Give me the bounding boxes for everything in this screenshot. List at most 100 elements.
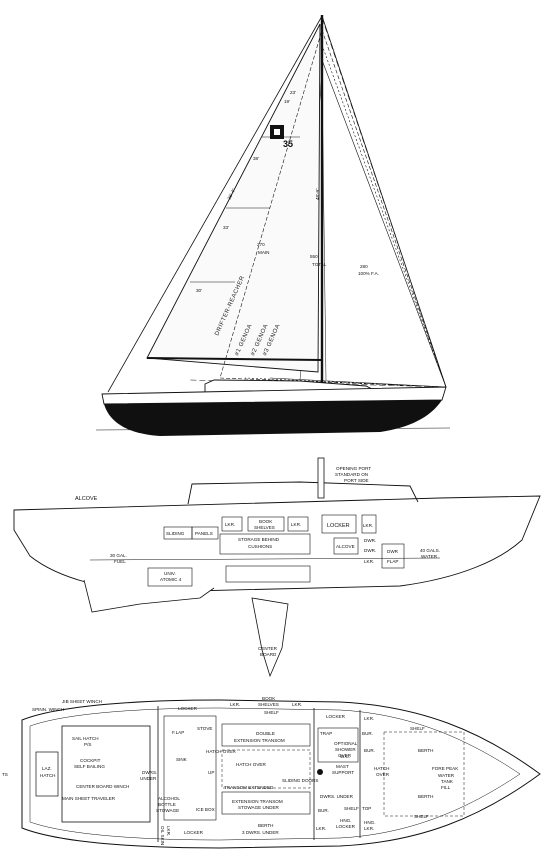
label-hatch-over-b: HATCH OVER: [236, 762, 266, 767]
label-optional-3: OVER: [338, 753, 352, 758]
label-water-tank-2: TANK: [441, 779, 454, 784]
label-lkr-a: LKR.: [225, 522, 235, 527]
label-centerboard-2: BOARD: [260, 652, 277, 657]
label-water: 40 GALS.: [420, 548, 440, 553]
plan-double-transom: [221, 723, 311, 747]
plan-vberth: [383, 731, 465, 817]
forestay: [321, 15, 447, 388]
label-trap: TRAP: [320, 731, 332, 736]
main-area-value: 270: [257, 242, 265, 247]
box-locker: [321, 514, 357, 534]
label-bur-a: BUR.: [362, 731, 373, 736]
label-optional-2: SHOWER: [335, 747, 356, 752]
label-transom: TRANSOM EXTENDED: [224, 785, 274, 790]
label-locker-a: LOCKER: [178, 706, 198, 711]
label-sliding-doors: SLIDING DOORS: [282, 778, 319, 783]
mainsail: [146, 23, 321, 373]
label-dwr: DWR: [387, 549, 399, 554]
label-fuel: 30 GAL.: [110, 553, 127, 558]
label-flap-plan: F.LAP: [172, 730, 184, 735]
box-lkr-a: [221, 516, 243, 532]
box-drawers: [225, 565, 311, 583]
dim-masthead-b: 19': [284, 99, 290, 104]
label-cockpit-2: SELF BAILING: [74, 764, 105, 769]
label-lkr-a-plan: LKR.: [230, 702, 240, 707]
label-flap: FLAP: [387, 559, 399, 564]
label-cushions: CUSHIONS: [248, 544, 272, 549]
dim-j-a: 33': [223, 225, 229, 230]
accommodation-plan: JIB SHEET WINCH SPINN. WINCH TS LAZ. HAT…: [2, 696, 541, 849]
label-hatch-over-c-2: OVER: [376, 772, 390, 777]
label-sail-hatch-2: P/S: [84, 742, 91, 747]
box-lkr-c: [361, 514, 377, 534]
label-sink: SINK: [176, 757, 188, 762]
label-berth-a: BERTH: [258, 823, 274, 828]
class-logo: 35: [270, 125, 293, 149]
dim-p: 38': [253, 156, 259, 161]
label-locker-b: LOCKER: [184, 830, 204, 835]
label-shelf-d: SHELF: [414, 814, 429, 819]
plan-head: [317, 727, 359, 763]
plan-mast-section: [317, 769, 323, 775]
label-bur-b: BUR.: [364, 748, 375, 753]
boom: [146, 357, 323, 361]
label-ext-transom: EXTENSION TRANSOM: [232, 799, 283, 804]
label-laz-2: HATCH: [40, 773, 55, 778]
dim-j-b: 30': [196, 288, 202, 293]
label-dwr-a: DWR.: [364, 538, 376, 543]
box-engine: [147, 567, 193, 587]
plan-hull: [21, 699, 541, 849]
label-hng-b: HNG.: [364, 820, 375, 825]
label-traveler: MAIN SHEET TRAVELER: [62, 796, 116, 801]
label-berth-c: BERTH: [418, 794, 434, 799]
box-lkr-b: [287, 516, 309, 532]
hull-bottom: [104, 400, 442, 436]
genoa-1: [219, 29, 447, 388]
label-centerboard: CENTER: [258, 646, 278, 651]
label-water-2: WATER: [421, 554, 438, 559]
label-laz: LAZ.: [42, 766, 52, 771]
total-area-value: 550: [310, 254, 318, 259]
label-wc: W.C.: [340, 754, 350, 759]
label-book: BOOK: [259, 519, 273, 524]
dim-luff: 48'-9": [315, 188, 320, 200]
main-area-unit: MAIN: [258, 250, 269, 255]
label-ts: TS: [2, 772, 8, 777]
label-optional: OPTIONAL: [334, 741, 358, 746]
label-sliding: SLIDING: [166, 531, 185, 536]
fore-area-value: 280: [360, 264, 368, 269]
label-engine: UNIV.: [164, 571, 176, 576]
label-alcove-fwd: ALCOVE: [336, 544, 355, 549]
label-engine-2: ATOMIC 4: [160, 577, 182, 582]
label-book-plan-2: SHELVES: [258, 702, 279, 707]
box-alcove-fwd: [333, 537, 359, 555]
label-ice-box: ICE BOX: [196, 807, 215, 812]
waterline: [95, 427, 451, 431]
label-hng: HNG.: [340, 818, 351, 823]
label-up: UP: [208, 770, 214, 775]
label-lkr-b: LKR.: [291, 522, 301, 527]
profile-mast-step: [317, 457, 325, 499]
label-bur-c: BUR.: [318, 808, 329, 813]
box-dwr-flap: [381, 543, 405, 569]
dim-masthead-a: 23': [290, 90, 296, 95]
label-book-plan: BOOK: [262, 696, 276, 701]
fore-area-pct: 100% F.A.: [358, 271, 379, 276]
label-lkr-d-plan: LKR.: [364, 716, 374, 721]
label-dwr-b: DWR.: [364, 548, 376, 553]
label-storage: STORAGE BEHIND: [238, 537, 280, 542]
label-hatch-over-c: HATCH: [374, 766, 389, 771]
label-alcohol-2: BOTTLE: [158, 802, 176, 807]
label-locker: LOCKER: [327, 523, 350, 529]
label-alcove-aft: ALCOVE: [75, 496, 98, 502]
plan-inner-hull: [29, 707, 521, 841]
box-storage: [219, 533, 311, 555]
label-shelf-b: SHELF: [344, 806, 359, 811]
label-cockpit: COCKPIT: [80, 758, 101, 763]
plan-table: [221, 749, 311, 789]
label-alcohol-3: STOWAGE: [156, 808, 179, 813]
plan-galley: [163, 715, 217, 821]
label-lkr-c-plan: LKR.: [316, 826, 326, 831]
label-shelves: SHELVES: [254, 525, 275, 530]
profile-sole: [89, 557, 441, 561]
